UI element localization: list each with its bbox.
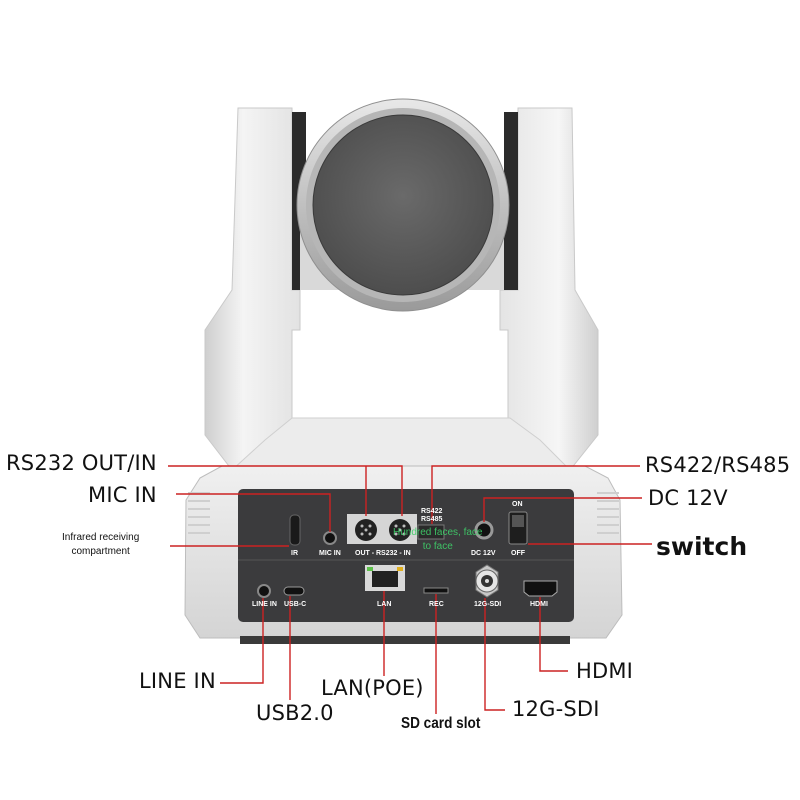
yoke-bridge <box>230 417 572 471</box>
line-in-jack <box>257 584 271 598</box>
overlay-text: Hundred faces, face to face <box>393 527 483 552</box>
panel-rs232-label: OUT - RS232 - IN <box>355 550 411 557</box>
panel-rec-label: REC <box>429 601 444 608</box>
panel-rs422-label: RS422 <box>421 508 443 515</box>
usb-c-port <box>283 586 305 596</box>
line-hdmi <box>539 597 568 672</box>
mic-jack <box>323 531 337 545</box>
yoke-right-inner <box>504 112 518 290</box>
callout-mic-in: MIC IN <box>88 483 157 507</box>
line-linein <box>220 598 264 684</box>
yoke-left-arm <box>204 107 301 471</box>
callout-line-in: LINE IN <box>139 669 216 693</box>
panel-sdi-label: 12G-SDI <box>474 601 502 608</box>
callout-sdi: 12G-SDI <box>512 697 600 721</box>
line-sdi <box>484 598 505 711</box>
callout-sd: SD card slot <box>401 715 481 732</box>
callout-rs232: RS232 OUT/IN <box>6 451 157 475</box>
panel-lan-label: LAN <box>377 601 392 608</box>
callout-hdmi: HDMI <box>576 659 634 683</box>
rs422-terminal <box>417 524 445 540</box>
callout-infrared: Infrared receiving compartment <box>62 532 140 557</box>
panel-usbc-label: USB-C <box>284 601 307 608</box>
ir-window <box>289 514 301 546</box>
panel-rs485-label: RS485 <box>421 516 443 523</box>
hdmi-port <box>523 580 558 597</box>
callout-dc12v: DC 12V <box>648 486 728 510</box>
line-rs422 <box>431 465 640 524</box>
panel-dc-label: DC 12V <box>471 550 496 557</box>
callout-switch: switch <box>656 532 748 561</box>
panel-off-label: OFF <box>511 550 525 557</box>
callout-lan: LAN(POE) <box>321 676 424 700</box>
panel-on-label: ON <box>512 501 523 508</box>
callout-usb: USB2.0 <box>256 701 334 725</box>
callout-lines <box>168 465 652 714</box>
lens-cover <box>313 115 493 295</box>
panel-ir-label: IR <box>291 550 298 557</box>
line-dc <box>483 497 642 522</box>
panel-mic-label: MIC IN <box>319 550 341 557</box>
panel-hdmi-label: HDMI <box>530 601 548 608</box>
callout-rs422: RS422/RS485 <box>645 453 791 477</box>
panel-linein-label: LINE IN <box>252 601 277 608</box>
line-mic <box>176 493 331 532</box>
sd-slot <box>423 587 449 594</box>
line-rs232 <box>168 465 403 516</box>
